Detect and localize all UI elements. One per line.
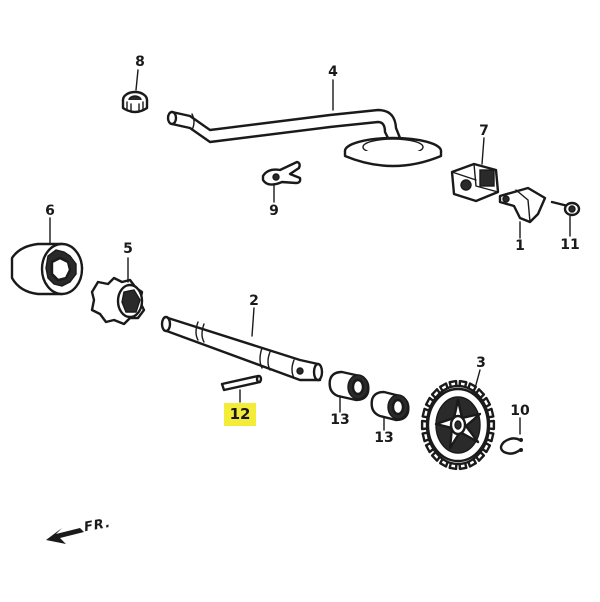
part-7-valve: [450, 162, 500, 203]
part-2-shaft: [160, 315, 324, 382]
part-8-nut: [121, 90, 149, 114]
callout-13a: 13: [330, 412, 350, 428]
part-6-outer-rotor: [10, 242, 84, 296]
callout-9: 9: [269, 203, 279, 219]
leader-7: [481, 137, 485, 165]
part-4-oil-strainer: [166, 108, 443, 168]
part-13-bushing-b: [370, 390, 410, 422]
callout-13b: 13: [374, 430, 394, 446]
part-12-pin: [220, 374, 263, 392]
part-13-bushing-a: [328, 370, 370, 402]
leader-3: [473, 369, 481, 393]
callout-11: 11: [560, 237, 580, 253]
front-arrow-icon: [46, 528, 84, 544]
part-3-gear: [420, 379, 496, 471]
leader-8: [135, 69, 139, 91]
part-10-circlip: [499, 437, 523, 455]
callout-3: 3: [476, 355, 486, 371]
callout-5: 5: [123, 241, 133, 257]
leader-2: [251, 307, 255, 337]
callout-8: 8: [135, 54, 145, 70]
part-1-bracket: [498, 186, 547, 224]
callout-6: 6: [45, 203, 55, 219]
part-9-clip: [261, 160, 302, 186]
callout-7: 7: [479, 123, 489, 139]
callout-12-highlighted: 12: [224, 403, 256, 426]
callout-10: 10: [510, 403, 530, 419]
part-11-bolt: [550, 200, 581, 217]
callout-1: 1: [515, 238, 525, 254]
part-5-inner-rotor: [90, 276, 146, 326]
callout-4: 4: [328, 64, 338, 80]
callout-2: 2: [249, 293, 259, 309]
